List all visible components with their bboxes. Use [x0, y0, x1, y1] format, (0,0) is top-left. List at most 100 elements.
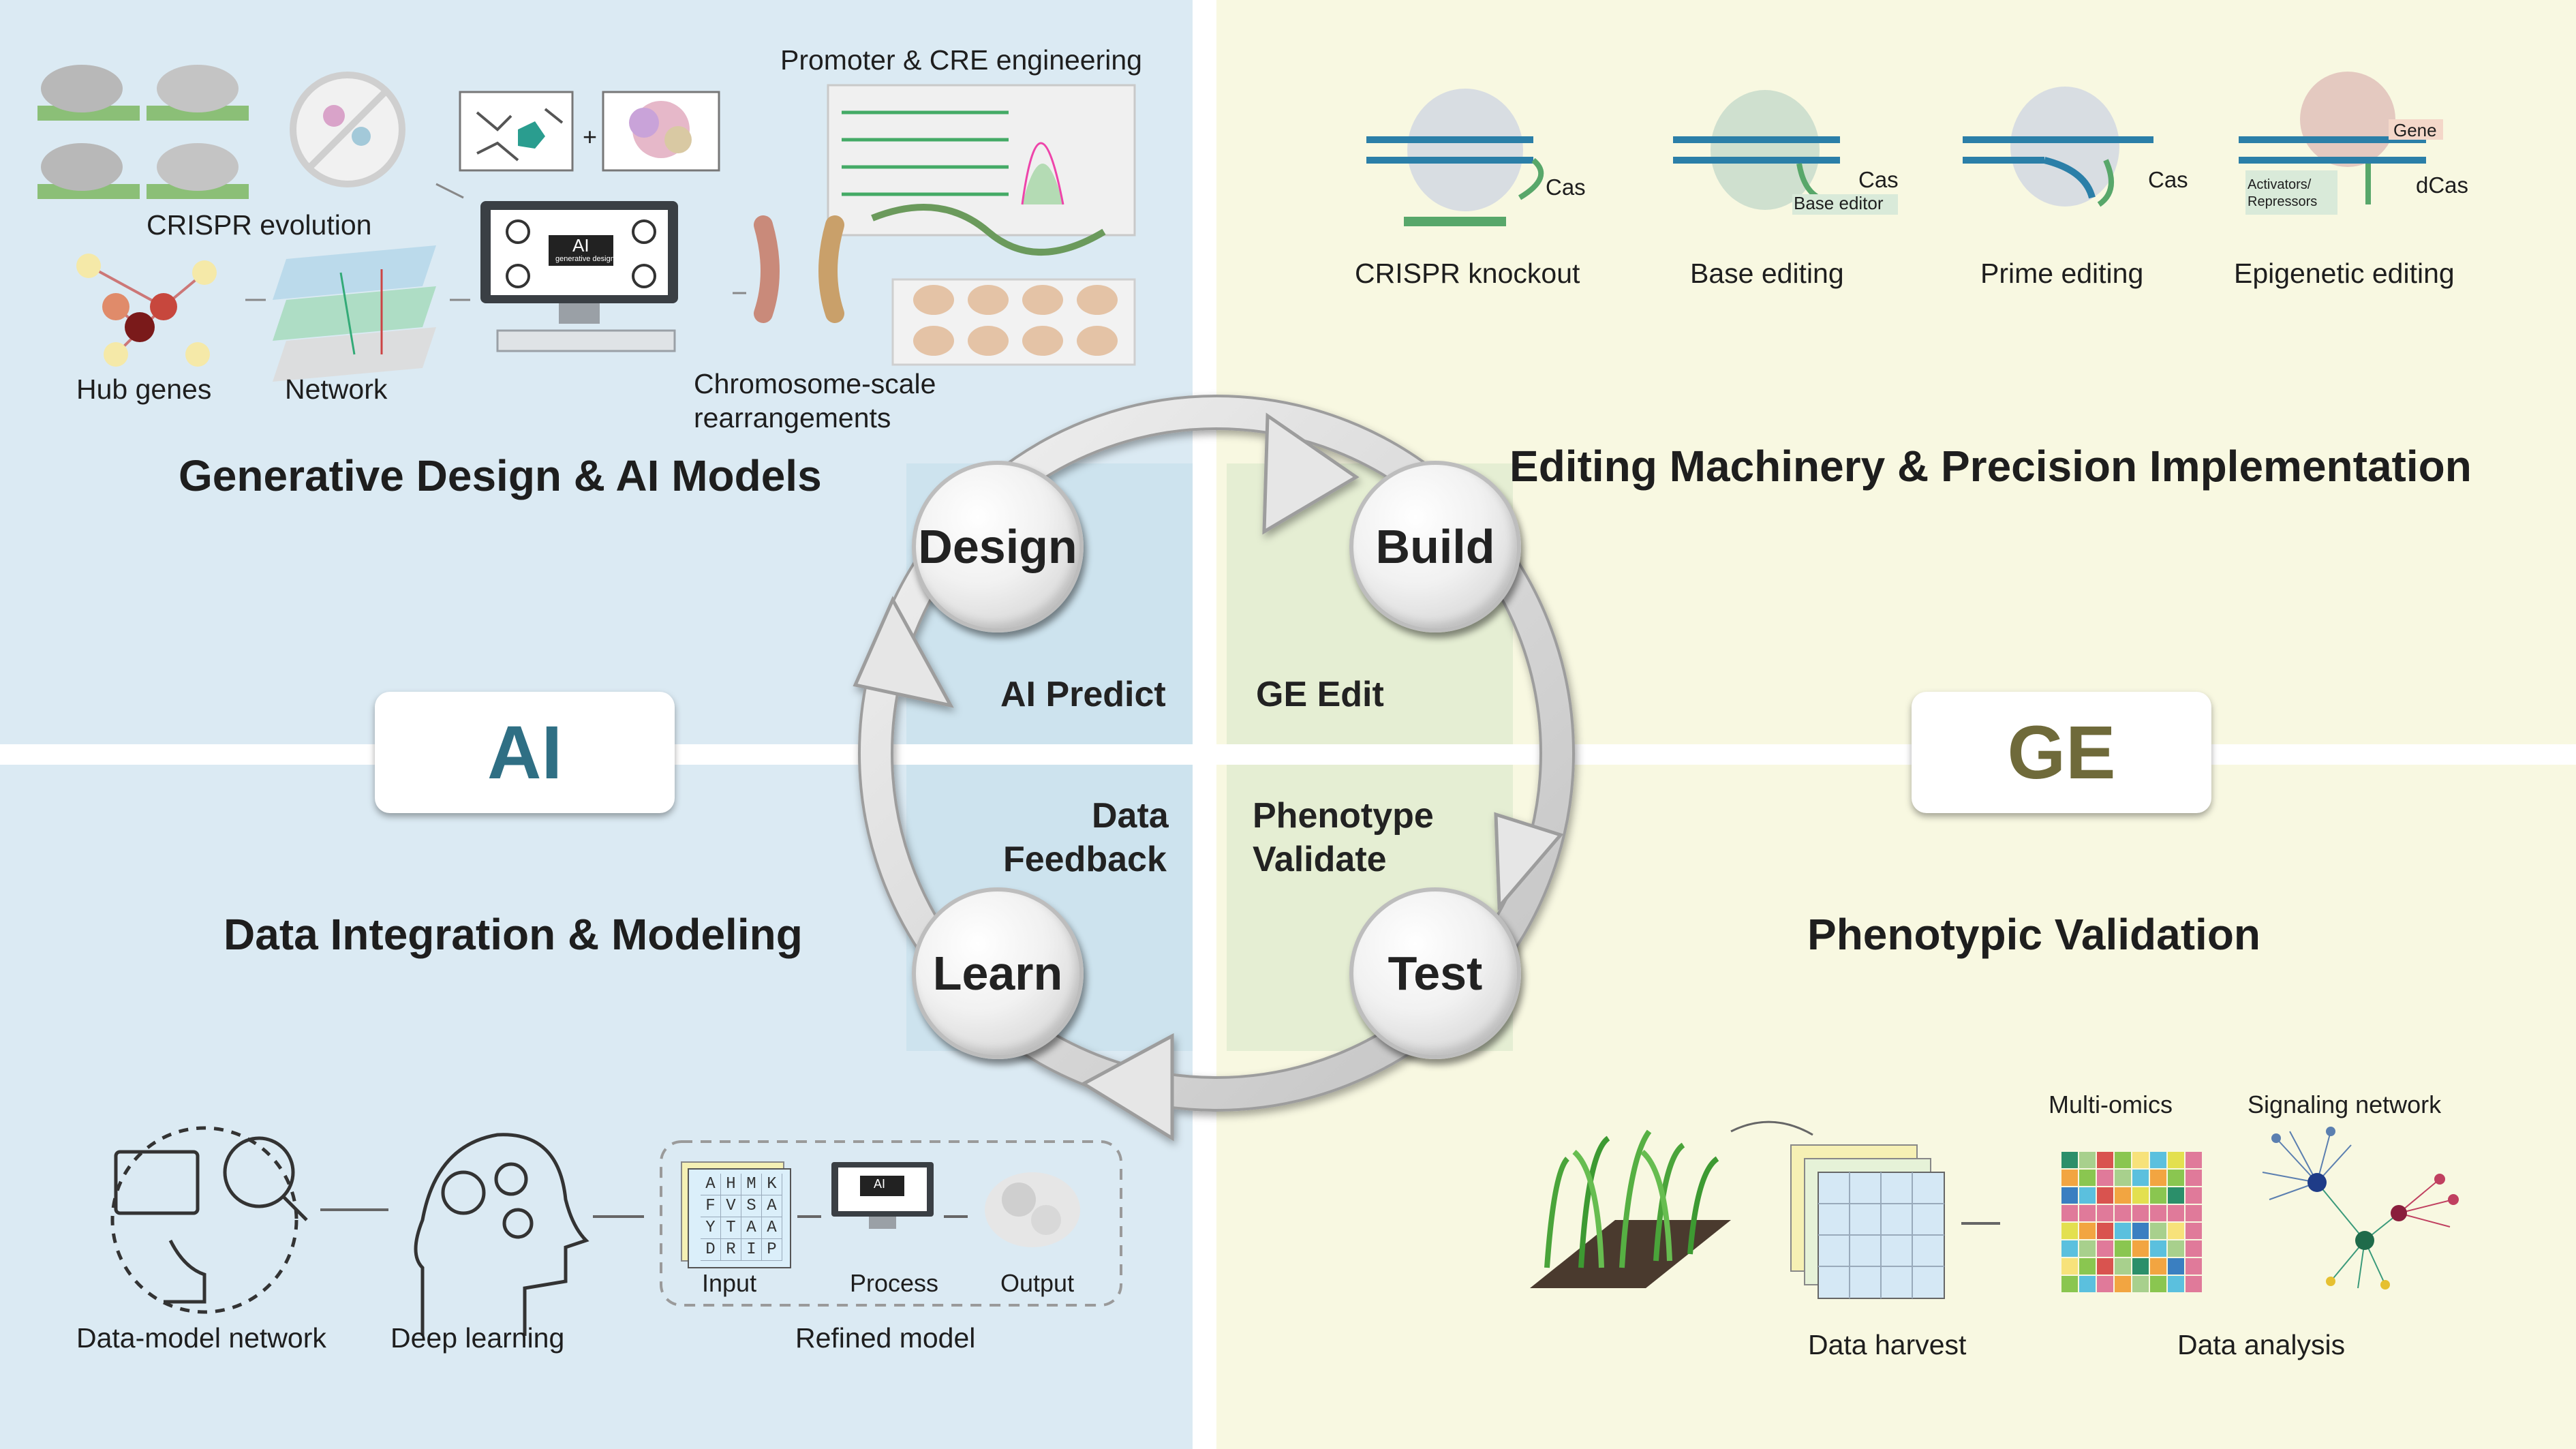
process-label: Process: [850, 1269, 939, 1297]
heatmap-cell: [2079, 1187, 2096, 1204]
arrowhead-design-to-build: [1262, 412, 1360, 535]
heatmap-cell: [2168, 1187, 2184, 1204]
promoter-label: Promoter & CRE engineering: [780, 44, 1142, 76]
heatmap-cell: [2132, 1152, 2149, 1168]
heatmap-cell: [2115, 1258, 2131, 1275]
heatmap-cell: [2061, 1258, 2078, 1275]
promoter-illustration: [827, 84, 1136, 237]
connector-arrows-bottom-left: [320, 1208, 968, 1218]
heatmap-cell: [2150, 1276, 2166, 1292]
heatmap-cell: [2097, 1276, 2113, 1292]
heatmap-cell: [2097, 1240, 2113, 1257]
test-node: Test: [1349, 887, 1521, 1059]
heatmap-cell: [2186, 1170, 2202, 1186]
build-label: Build: [1375, 520, 1495, 573]
data-analysis-label: Data analysis: [2177, 1329, 2346, 1360]
heatmap-cell: [2168, 1240, 2184, 1257]
heatmap-cell: [2186, 1205, 2202, 1221]
heatmap-cell: [2061, 1205, 2078, 1221]
arrowhead-build-to-test: [1494, 812, 1564, 911]
heading-phenotypic-validation: Phenotypic Validation: [1807, 910, 2260, 959]
heatmap-cell: [2079, 1240, 2096, 1257]
heatmap-cell: [2061, 1276, 2078, 1292]
cas-label-knockout: Cas: [1546, 174, 1586, 200]
crispr-evolution-illustration: [37, 65, 405, 199]
heatmap-cell: [2186, 1240, 2202, 1257]
heatmap-cell: [2132, 1205, 2149, 1221]
ai-computer-illustration: [480, 201, 678, 352]
grid-cell: F: [701, 1195, 721, 1217]
heatmap-cell: [2079, 1276, 2096, 1292]
heatmap-cell: [2061, 1152, 2078, 1168]
arrowhead-learn-to-design: [853, 596, 954, 708]
heatmap-cell: [2150, 1152, 2166, 1168]
heatmap-cell: [2061, 1223, 2078, 1239]
ai-screen-label: AI: [572, 235, 589, 256]
ai-badge-text: AI: [487, 710, 562, 795]
grid-cell: A: [762, 1195, 782, 1217]
heatmap-cell: [2097, 1187, 2113, 1204]
heatmap-cell: [2079, 1258, 2096, 1275]
heatmap-cell: [2115, 1187, 2131, 1204]
output-label: Output: [1000, 1269, 1075, 1297]
data-harvest-label: Data harvest: [1808, 1329, 1967, 1360]
heatmap-cell: [2115, 1223, 2131, 1239]
refined-model-label: Refined model: [795, 1322, 976, 1354]
heatmap-cell: [2186, 1276, 2202, 1292]
ge-edit-label: GE Edit: [1256, 675, 1384, 714]
heatmap-cell: [2132, 1187, 2149, 1204]
activators-label-2: Repressors: [2248, 194, 2318, 209]
ge-badge: GE: [1912, 692, 2211, 813]
crispr-knockout-label: CRISPR knockout: [1355, 258, 1580, 289]
heatmap-cell: [2115, 1205, 2131, 1221]
heatmap-cell: [2132, 1240, 2149, 1257]
grid-cell: V: [721, 1195, 741, 1217]
learn-label: Learn: [932, 947, 1063, 1000]
chromosome-label-1: Chromosome-scale: [694, 368, 936, 399]
heatmap-cell: [2168, 1152, 2184, 1168]
ai-predict-label: AI Predict: [1000, 675, 1166, 714]
grid-cell: I: [741, 1239, 762, 1261]
heatmap-cell: [2132, 1276, 2149, 1292]
ai-screen-sub-label: generative design: [555, 255, 615, 263]
epigenetic-editing-label: Epigenetic editing: [2234, 258, 2455, 289]
grid-cell: Y: [701, 1217, 721, 1239]
input-label: Input: [702, 1269, 757, 1297]
heatmap-cell: [2079, 1205, 2096, 1221]
molecule-panel: [459, 91, 720, 172]
gene-label: Gene: [2393, 120, 2437, 140]
heatmap-cell: [2150, 1205, 2166, 1221]
multi-omics-heatmap: [2061, 1152, 2202, 1292]
base-editing-label: Base editing: [1690, 258, 1844, 289]
heatmap-cell: [2097, 1152, 2113, 1168]
grid-cell: T: [721, 1217, 741, 1239]
plus-sign: +: [583, 123, 598, 151]
hub-genes-label: Hub genes: [76, 373, 212, 405]
activators-label-1: Activators/: [2248, 177, 2312, 192]
heatmap-cell: [2132, 1170, 2149, 1186]
grid-cell: A: [762, 1217, 782, 1239]
ge-badge-text: GE: [2007, 710, 2116, 795]
signaling-network-label: Signaling network: [2248, 1090, 2442, 1118]
heatmap-cell: [2115, 1240, 2131, 1257]
dcas-label: dCas: [2416, 172, 2469, 198]
heatmap-cell: [2115, 1152, 2131, 1168]
grid-cell: P: [762, 1239, 782, 1261]
heatmap-cell: [2097, 1170, 2113, 1186]
learn-node: Learn: [912, 887, 1084, 1059]
heatmap-cell: [2150, 1223, 2166, 1239]
deep-learning-head-icon: [414, 1133, 589, 1336]
heatmap-cell: [2061, 1187, 2078, 1204]
heatmap-cell: [2097, 1223, 2113, 1239]
network-label: Network: [285, 373, 388, 405]
build-node: Build: [1349, 461, 1521, 632]
heatmap-cell: [2132, 1223, 2149, 1239]
crop-field-illustration: [1530, 1120, 1813, 1288]
base-editor-label: Base editor: [1794, 193, 1884, 213]
prime-editing-label: Prime editing: [1980, 258, 2144, 289]
grid-cell: M: [741, 1174, 762, 1195]
heatmap-cell: [2168, 1258, 2184, 1275]
chromosome-label-2: rearrangements: [694, 402, 891, 433]
grid-cell: A: [701, 1174, 721, 1195]
network-layers-illustration: [273, 245, 436, 382]
